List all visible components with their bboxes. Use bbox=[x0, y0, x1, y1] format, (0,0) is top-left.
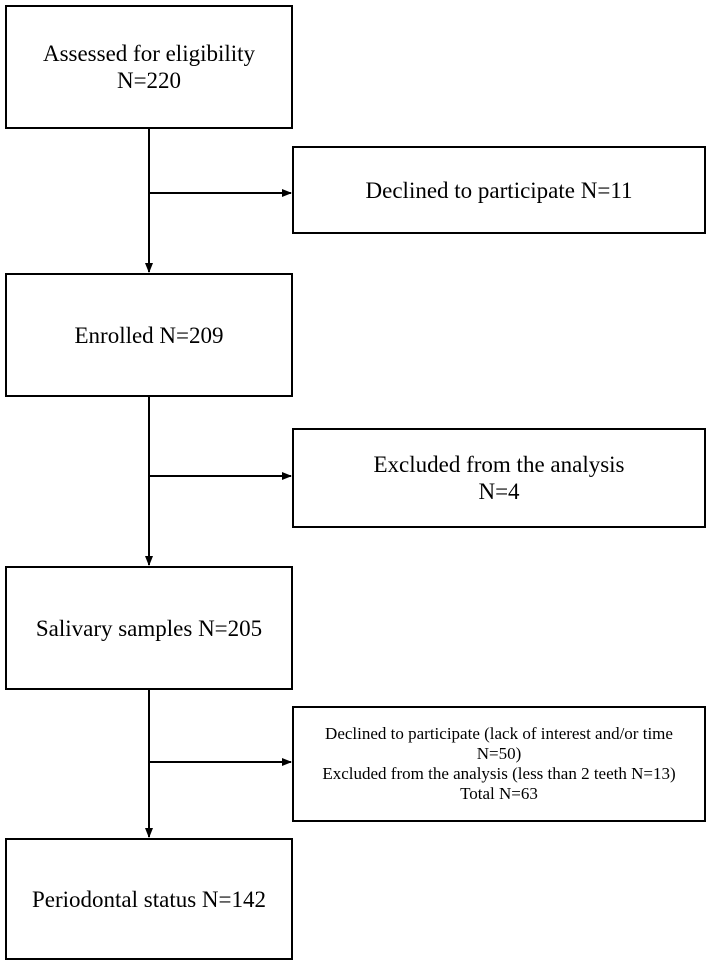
box-text-line: Enrolled N=209 bbox=[74, 322, 224, 348]
box-text-line: Excluded from the analysis (less than 2 … bbox=[322, 764, 676, 783]
box-text-line: N=50) bbox=[476, 744, 522, 763]
box-text-line: Declined to participate (lack of interes… bbox=[325, 724, 673, 743]
box-text-line: Periodontal status N=142 bbox=[31, 886, 266, 912]
box-enrolled: Enrolled N=209 bbox=[5, 273, 293, 397]
box-text-line: N=4 bbox=[478, 479, 520, 504]
box-declined-and-excluded-total: Declined to participate (lack of interes… bbox=[292, 706, 706, 822]
box-text-line: Declined to participate N=11 bbox=[365, 177, 633, 203]
box-salivary-samples: Salivary samples N=205 bbox=[5, 566, 293, 690]
box-text-line: Salivary samples N=205 bbox=[35, 615, 263, 641]
box-assessed-for-eligibility: Assessed for eligibility N=220 bbox=[5, 5, 293, 129]
box-text-line: Excluded from the analysis bbox=[373, 452, 625, 477]
box-text-line: Total N=63 bbox=[460, 784, 538, 803]
box-declined-to-participate: Declined to participate N=11 bbox=[292, 146, 706, 234]
box-text-line: Assessed for eligibility bbox=[42, 41, 256, 66]
box-text-line: N=220 bbox=[116, 68, 182, 93]
box-excluded-from-analysis: Excluded from the analysis N=4 bbox=[292, 428, 706, 528]
box-periodontal-status: Periodontal status N=142 bbox=[5, 838, 293, 960]
